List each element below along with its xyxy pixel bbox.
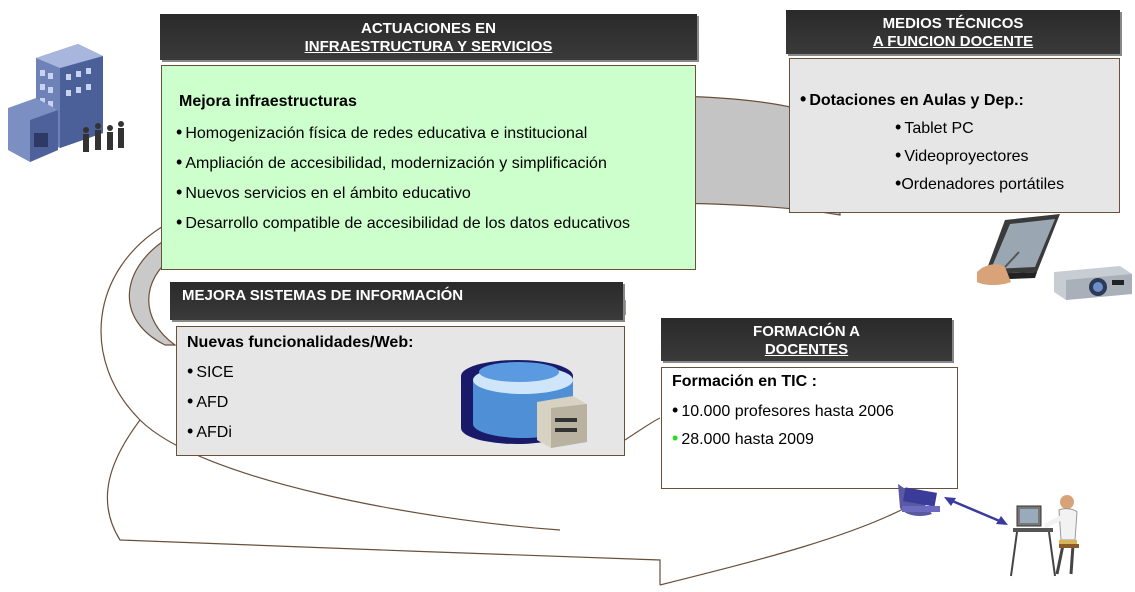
medios-item-3: •Ordenadores portátiles xyxy=(895,173,1065,193)
infra-header: ACTUACIONES EN INFRAESTRUCTURA Y SERVICI… xyxy=(160,14,697,60)
infra-item-4: Desarrollo compatible de accesibilidad d… xyxy=(176,212,681,234)
infra-item-3: Nuevos servicios en el ámbito educativo xyxy=(176,182,681,204)
infra-item-2: Ampliación de accesibilidad, modernizaci… xyxy=(176,152,681,174)
buildings-people-icon xyxy=(8,44,124,162)
medios-item-2: Videoproyectores xyxy=(800,145,1109,167)
sistemas-item-3: AFDi xyxy=(187,421,614,443)
projector-icon xyxy=(1054,266,1132,300)
infra-title: Mejora infraestructuras xyxy=(179,93,357,110)
tablet-pc-icon xyxy=(977,214,1060,285)
formacion-header-line1: FORMACIÓN A xyxy=(753,323,860,340)
medios-panel: Dotaciones en Aulas y Dep.: Tablet PC Vi… xyxy=(789,58,1120,213)
infra-header-line2: INFRAESTRUCTURA Y SERVICIOS xyxy=(304,38,553,55)
medios-header-line1: MEDIOS TÉCNICOS xyxy=(882,15,1024,32)
formacion-item-1: 10.000 profesores hasta 2006 xyxy=(672,400,917,422)
formacion-header: FORMACIÓN A DOCENTES xyxy=(661,318,952,361)
sistemas-item-2: AFD xyxy=(187,391,614,413)
medios-item-1: Tablet PC xyxy=(800,117,1109,139)
medios-header: MEDIOS TÉCNICOS A FUNCION DOCENTE xyxy=(786,10,1120,54)
laptop-icon xyxy=(898,484,940,516)
sistemas-item-1: SICE xyxy=(187,361,614,383)
sistemas-header: MEJORA SISTEMAS DE INFORMACIÓN xyxy=(170,282,623,320)
formacion-item-2: 28.000 hasta 2009 xyxy=(672,428,947,450)
medios-item-3-label: Ordenadores portátiles xyxy=(901,176,1065,193)
formacion-header-line2: DOCENTES xyxy=(764,341,849,358)
sistemas-header-label: MEJORA SISTEMAS DE INFORMACIÓN xyxy=(182,287,464,304)
medios-header-line2: A FUNCION DOCENTE xyxy=(872,33,1034,50)
infra-item-1: Homogenización física de redes educativa… xyxy=(176,122,681,144)
sistemas-title: Nuevas funcionalidades/Web: xyxy=(187,334,414,351)
formacion-panel: Formación en TIC : 10.000 profesores has… xyxy=(661,367,958,489)
teacher-at-computer-icon xyxy=(1010,495,1079,577)
database-server-icon xyxy=(461,360,587,448)
infra-header-line1: ACTUACIONES EN xyxy=(360,20,496,37)
double-arrow-icon xyxy=(944,497,1008,525)
infra-panel: Mejora infraestructuras Homogenización f… xyxy=(161,65,696,270)
medios-title: Dotaciones en Aulas y Dep.: xyxy=(800,89,1109,111)
formacion-title: Formación en TIC : xyxy=(672,373,817,390)
